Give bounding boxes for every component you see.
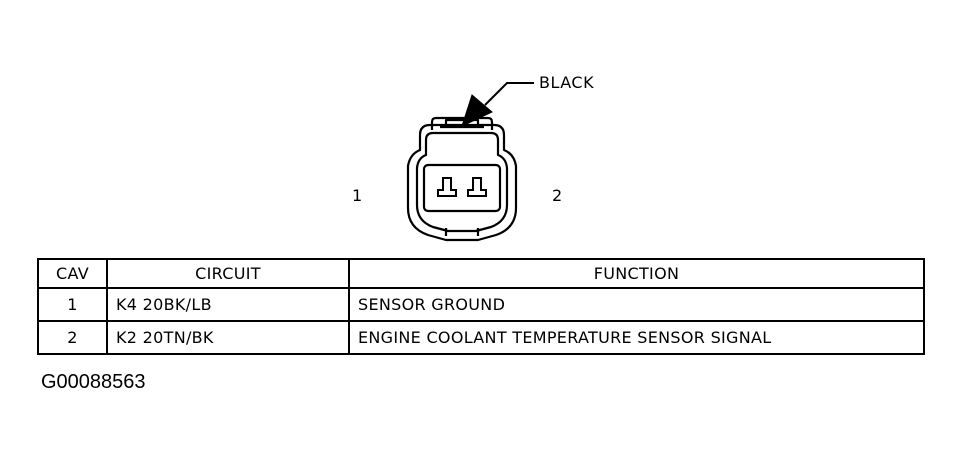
header-circuit: CIRCUIT <box>106 258 350 289</box>
cavity-2-label: 2 <box>552 186 563 205</box>
connector-body <box>406 116 518 242</box>
table-row: 2 K2 20TN/BK ENGINE COOLANT TEMPERATURE … <box>37 320 925 355</box>
terminal-cavity-1 <box>437 177 457 197</box>
cell-circuit: K4 20BK/LB <box>106 287 350 322</box>
cell-cav: 2 <box>37 320 108 355</box>
cavity-1-label: 1 <box>352 186 363 205</box>
table-header-row: CAV CIRCUIT FUNCTION <box>37 258 925 289</box>
figure-id: G00088563 <box>41 371 146 393</box>
terminal-cavity-2 <box>467 177 487 197</box>
header-cav: CAV <box>37 258 108 289</box>
connector-color-label: BLACK <box>539 73 595 92</box>
cell-function: ENGINE COOLANT TEMPERATURE SENSOR SIGNAL <box>348 320 925 355</box>
header-function: FUNCTION <box>348 258 925 289</box>
cell-circuit: K2 20TN/BK <box>106 320 350 355</box>
table-row: 1 K4 20BK/LB SENSOR GROUND <box>37 287 925 322</box>
cell-function: SENSOR GROUND <box>348 287 925 322</box>
cell-cav: 1 <box>37 287 108 322</box>
pinout-table: CAV CIRCUIT FUNCTION 1 K4 20BK/LB SENSOR… <box>37 258 925 355</box>
